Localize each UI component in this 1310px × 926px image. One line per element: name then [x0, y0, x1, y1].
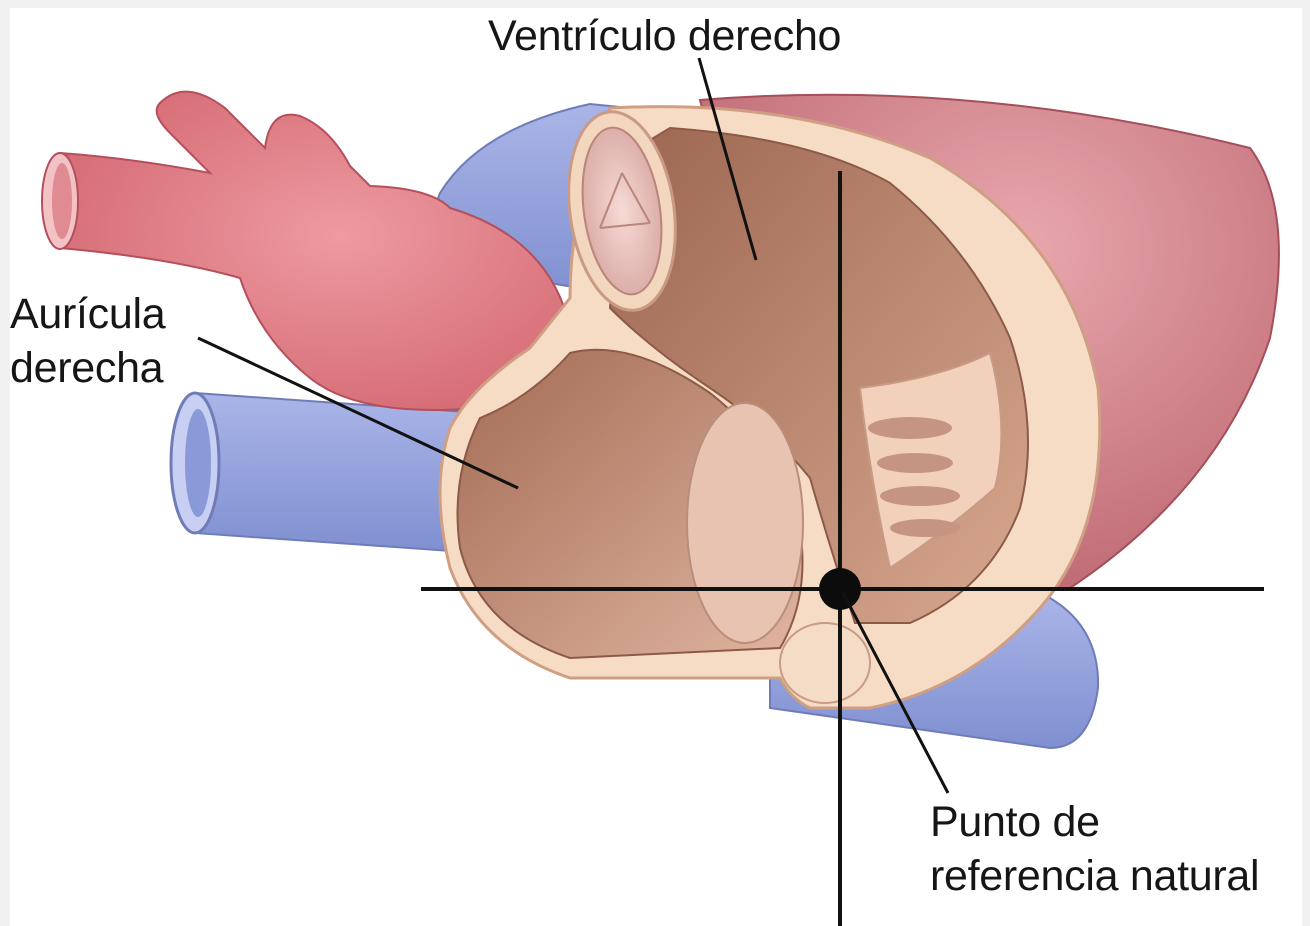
figure-frame: Ventrículo derecho Aurícula derecha Punt…: [10, 8, 1302, 926]
coronary-sinus: [780, 623, 870, 703]
heart-diagram: [10, 8, 1302, 926]
label-right-atrium-line1: Aurícula: [10, 288, 165, 340]
label-right-atrium-line2: derecha: [10, 342, 163, 394]
label-right-ventricle: Ventrículo derecho: [488, 10, 841, 62]
reference-point-marker: [819, 568, 861, 610]
label-landmark-line1: Punto de: [930, 796, 1100, 848]
left-vein: [171, 393, 480, 553]
label-landmark-line2: referencia natural: [930, 850, 1259, 902]
